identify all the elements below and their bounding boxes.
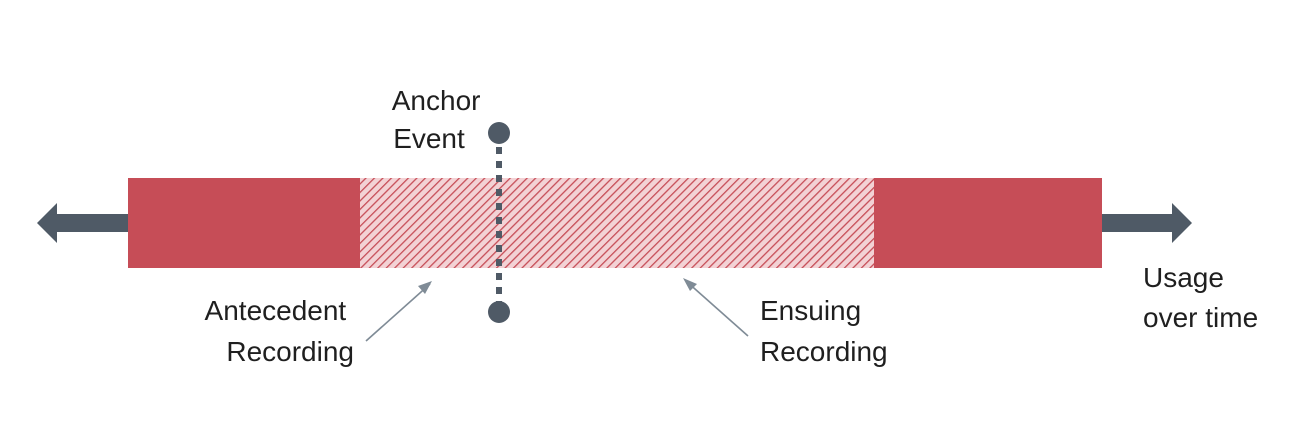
ensuing-pointer-arrow xyxy=(683,278,749,337)
recording-window xyxy=(360,178,874,268)
anchor-event-label: Anchor Event xyxy=(392,85,489,154)
antecedent-pointer-arrow xyxy=(365,281,432,342)
ensuing-recording-label: Ensuing Recording xyxy=(760,295,888,367)
right-axis-arrow xyxy=(1098,203,1192,243)
anchor-top-dot xyxy=(488,122,510,144)
anchor-bottom-dot xyxy=(488,301,510,323)
anchor-event-marker xyxy=(488,122,510,323)
antecedent-recording-label: Antecedent Recording xyxy=(205,295,354,367)
usage-over-time-label: Usage over time xyxy=(1143,262,1258,333)
left-axis-arrow xyxy=(37,203,132,243)
